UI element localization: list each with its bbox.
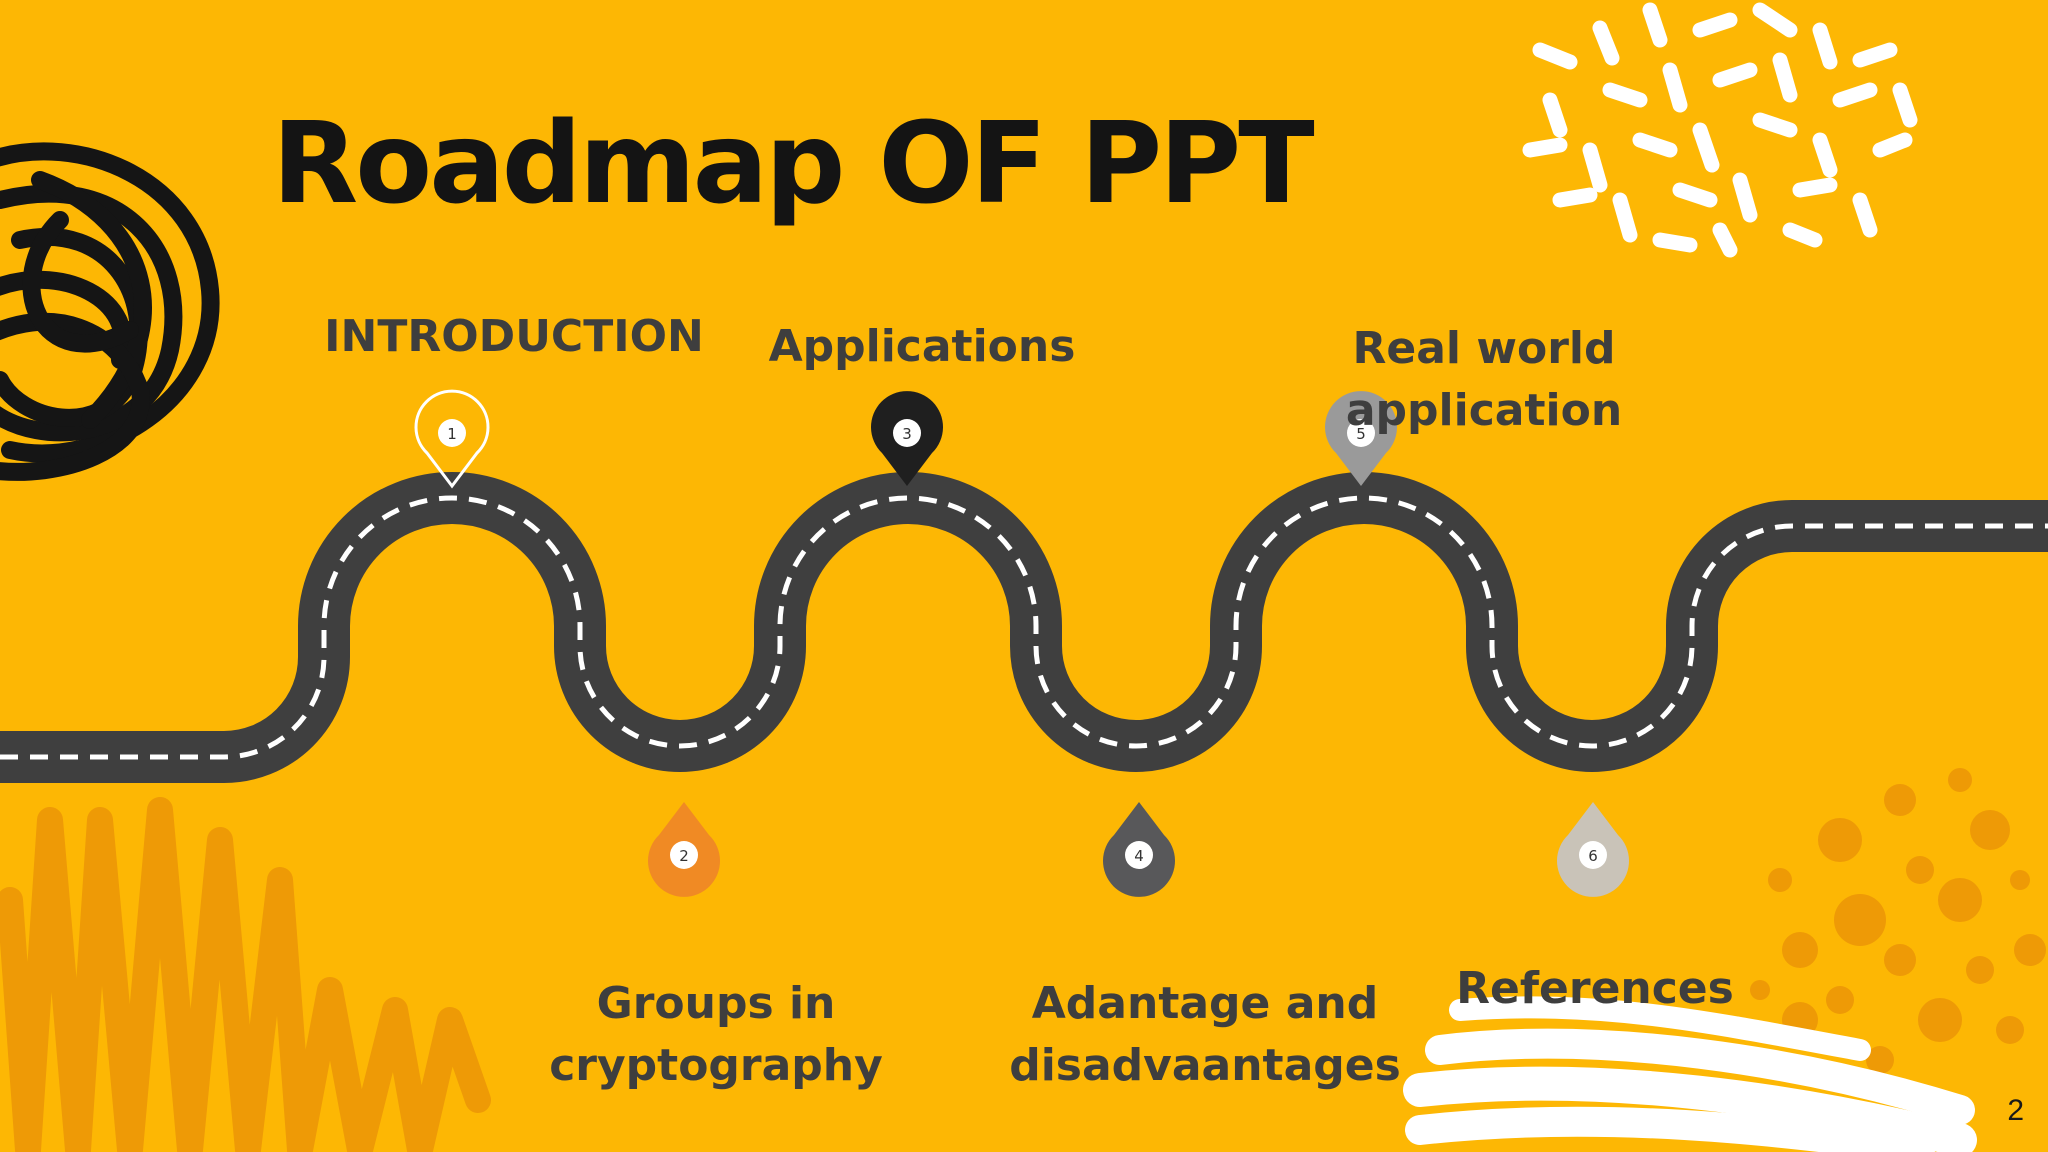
step-label-applications: Applications <box>769 316 1076 378</box>
pin-4: 4 <box>1103 802 1175 897</box>
white-brush <box>1403 996 1977 1152</box>
step-number: 2 <box>679 847 689 865</box>
white-splatter <box>1522 2 1918 258</box>
slide-number: 2 <box>2007 1094 2024 1127</box>
step-number: 4 <box>1134 847 1144 865</box>
map-pin-icon <box>414 389 490 489</box>
pin-3: 3 <box>871 391 943 486</box>
step-number: 5 <box>1356 425 1366 443</box>
slide-title: Roadmap OF PPT <box>272 99 1315 229</box>
step-label-real-world: Real world application <box>1346 256 1622 442</box>
step-label-text: Groups in cryptography <box>549 978 883 1091</box>
step-label-text: INTRODUCTION <box>324 311 704 362</box>
pin-5: 5 <box>1325 391 1397 486</box>
step-label-text: Adantage and disadvaantages <box>1009 978 1401 1091</box>
orange-dots <box>1750 768 2046 1074</box>
pin-2: 2 <box>648 802 720 897</box>
pin-6: 6 <box>1557 802 1629 897</box>
step-label-introduction: INTRODUCTION <box>324 306 704 368</box>
step-label-text: Real world application <box>1345 323 1623 436</box>
step-label-groups: Groups in cryptography <box>549 911 883 1097</box>
black-scribble <box>0 142 220 481</box>
step-label-references: References <box>1456 958 1734 1020</box>
step-label-text: References <box>1456 963 1734 1014</box>
step-number: 1 <box>447 425 457 443</box>
step-number: 6 <box>1588 847 1598 865</box>
step-label-text: Applications <box>768 321 1076 372</box>
step-label-advantages: Adantage and disadvaantages <box>1009 911 1401 1097</box>
pin-1: 1 <box>414 389 490 489</box>
orange-zigzag <box>0 797 491 1152</box>
road-center-line <box>0 495 2048 760</box>
step-number: 3 <box>902 425 912 443</box>
